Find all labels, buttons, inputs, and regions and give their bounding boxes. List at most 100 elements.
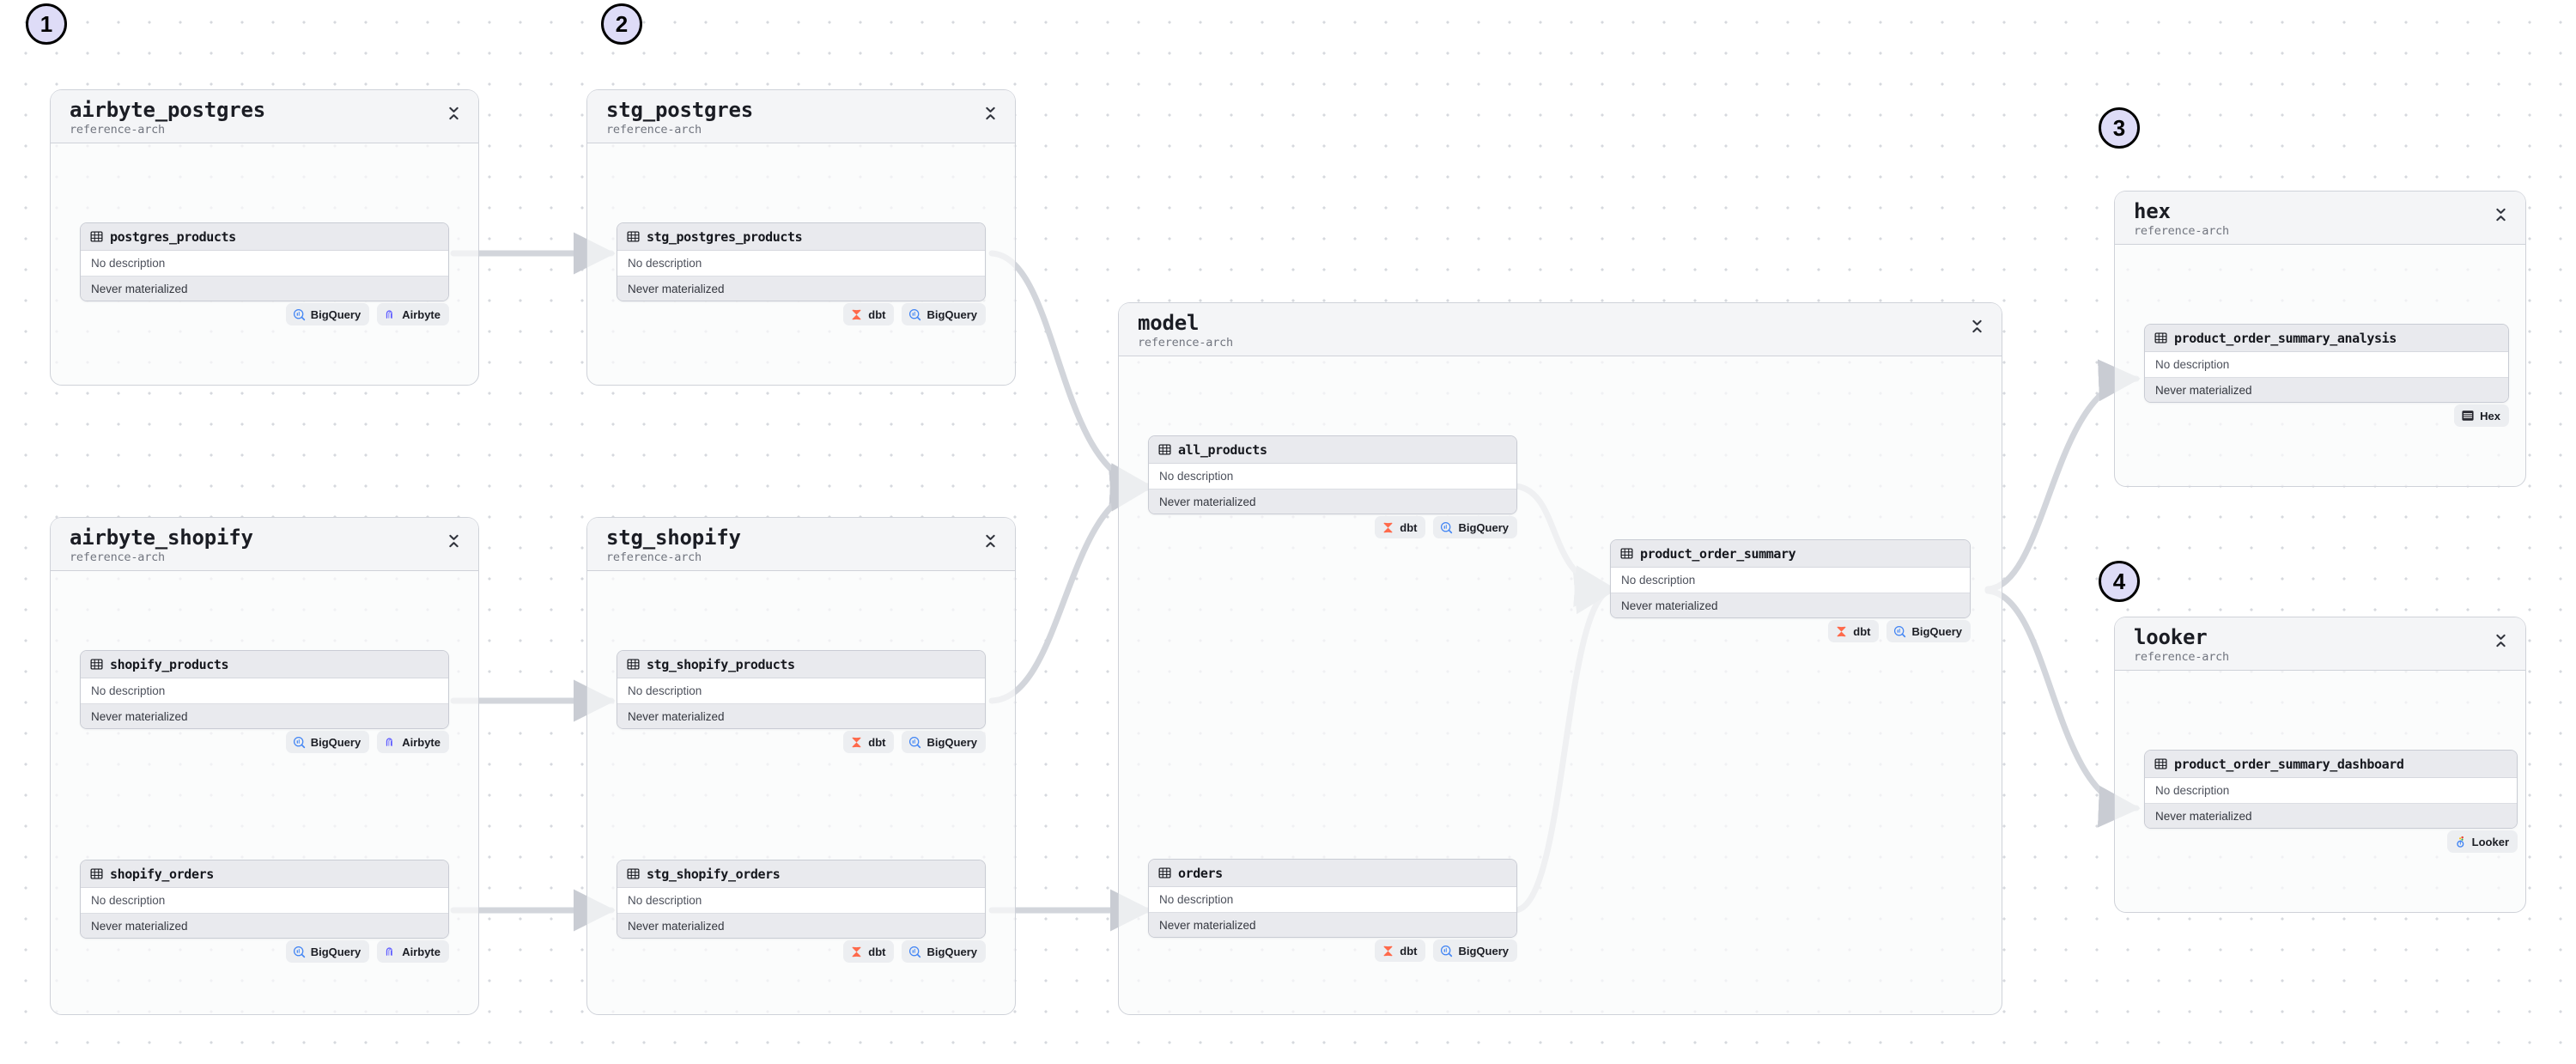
step-badge-4: 4 xyxy=(2099,561,2140,602)
asset-materialization-status: Never materialized xyxy=(1149,912,1516,937)
integration-badges: Looker xyxy=(2144,830,2518,853)
badge-bigquery[interactable]: BigQuery xyxy=(285,731,370,753)
asset-node-product_order_summary_dashboard[interactable]: product_order_summary_dashboard No descri… xyxy=(2144,750,2518,829)
badge-label: dbt xyxy=(1400,520,1418,534)
badge-bigquery[interactable]: BigQuery xyxy=(902,303,986,325)
asset-node-title: product_order_summary_dashboard xyxy=(2174,756,2404,772)
asset-node-title: stg_shopify_orders xyxy=(647,866,781,882)
airbyte-icon xyxy=(386,946,393,956)
badge-bigquery[interactable]: BigQuery xyxy=(285,940,370,963)
bigquery-icon xyxy=(909,736,921,748)
bigquery-icon xyxy=(1441,945,1453,957)
integration-badges: dbt BigQuery xyxy=(617,940,986,963)
collapse-vertical-icon[interactable] xyxy=(1967,315,1986,337)
asset-node-header: product_order_summary_dashboard xyxy=(2145,751,2517,778)
asset-node-header: postgres_products xyxy=(81,223,448,251)
group-name: stg_shopify xyxy=(606,526,741,550)
asset-node-title: stg_postgres_products xyxy=(647,228,803,245)
asset-description: No description xyxy=(2145,778,2517,803)
collapse-vertical-icon[interactable] xyxy=(2491,204,2510,226)
badge-bigquery[interactable]: BigQuery xyxy=(1433,939,1517,962)
step-badge-1: 1 xyxy=(26,3,67,45)
dbt-icon xyxy=(1383,945,1393,956)
badge-airbyte[interactable]: Airbyte xyxy=(377,940,449,963)
group-subtitle: reference-arch xyxy=(606,123,702,137)
asset-description: No description xyxy=(81,251,448,276)
step-badge-3: 3 xyxy=(2099,107,2140,149)
table-icon xyxy=(2154,758,2167,769)
asset-node-title: shopify_orders xyxy=(110,866,214,882)
collapse-vertical-icon[interactable] xyxy=(981,102,999,125)
collapse-vertical-icon xyxy=(985,106,995,120)
integration-badges: BigQuery Airbyte xyxy=(80,940,449,963)
badge-hex[interactable]: Hex xyxy=(2454,404,2509,427)
badge-bigquery[interactable]: BigQuery xyxy=(1886,620,1971,642)
badge-bigquery[interactable]: BigQuery xyxy=(1433,516,1517,538)
dbt-icon xyxy=(1837,626,1846,636)
badge-label: BigQuery xyxy=(1911,624,1962,638)
asset-description: No description xyxy=(2145,352,2508,377)
table-icon xyxy=(1158,867,1171,879)
badge-airbyte[interactable]: Airbyte xyxy=(377,303,449,325)
badge-bigquery[interactable]: BigQuery xyxy=(285,303,370,325)
badge-dbt[interactable]: dbt xyxy=(843,940,895,963)
bigquery-icon xyxy=(1894,625,1906,637)
badge-label: Airbyte xyxy=(402,735,440,749)
badge-label: Hex xyxy=(2480,409,2500,423)
badge-label: BigQuery xyxy=(927,735,977,749)
badge-label: BigQuery xyxy=(927,307,977,321)
integration-badges: dbt BigQuery xyxy=(1148,516,1517,538)
badge-dbt[interactable]: dbt xyxy=(843,303,895,325)
collapse-vertical-icon xyxy=(1971,319,1982,333)
integration-badges: dbt BigQuery xyxy=(1148,939,1517,962)
badge-dbt[interactable]: dbt xyxy=(1828,620,1880,642)
collapse-vertical-icon[interactable] xyxy=(444,530,463,552)
badge-dbt[interactable]: dbt xyxy=(843,731,895,753)
badge-dbt[interactable]: dbt xyxy=(1375,939,1426,962)
badge-airbyte[interactable]: Airbyte xyxy=(377,731,449,753)
asset-materialization-status: Never materialized xyxy=(617,913,985,938)
badge-label: Airbyte xyxy=(402,945,440,958)
asset-materialization-status: Never materialized xyxy=(1611,593,1970,617)
badge-label: dbt xyxy=(868,307,886,321)
badge-label: BigQuery xyxy=(927,945,977,958)
asset-description: No description xyxy=(617,888,985,913)
group-subtitle: reference-arch xyxy=(70,123,165,137)
collapse-vertical-icon[interactable] xyxy=(2491,629,2510,652)
badge-looker[interactable]: Looker xyxy=(2446,830,2518,853)
badge-dbt[interactable]: dbt xyxy=(1375,516,1426,538)
table-icon xyxy=(627,659,640,670)
table-icon xyxy=(1620,548,1633,559)
badge-bigquery[interactable]: BigQuery xyxy=(902,940,986,963)
group-subtitle: reference-arch xyxy=(1138,336,1233,350)
asset-materialization-status: Never materialized xyxy=(2145,377,2508,402)
badge-bigquery[interactable]: BigQuery xyxy=(902,731,986,753)
bigquery-icon xyxy=(909,945,921,958)
collapse-vertical-icon[interactable] xyxy=(981,530,999,552)
collapse-vertical-icon[interactable] xyxy=(444,102,463,125)
badge-label: Airbyte xyxy=(402,307,440,321)
asset-node-header: product_order_summary xyxy=(1611,540,1970,568)
asset-node-title: postgres_products xyxy=(110,228,236,245)
table-icon xyxy=(627,231,640,242)
collapse-vertical-icon xyxy=(448,534,459,548)
